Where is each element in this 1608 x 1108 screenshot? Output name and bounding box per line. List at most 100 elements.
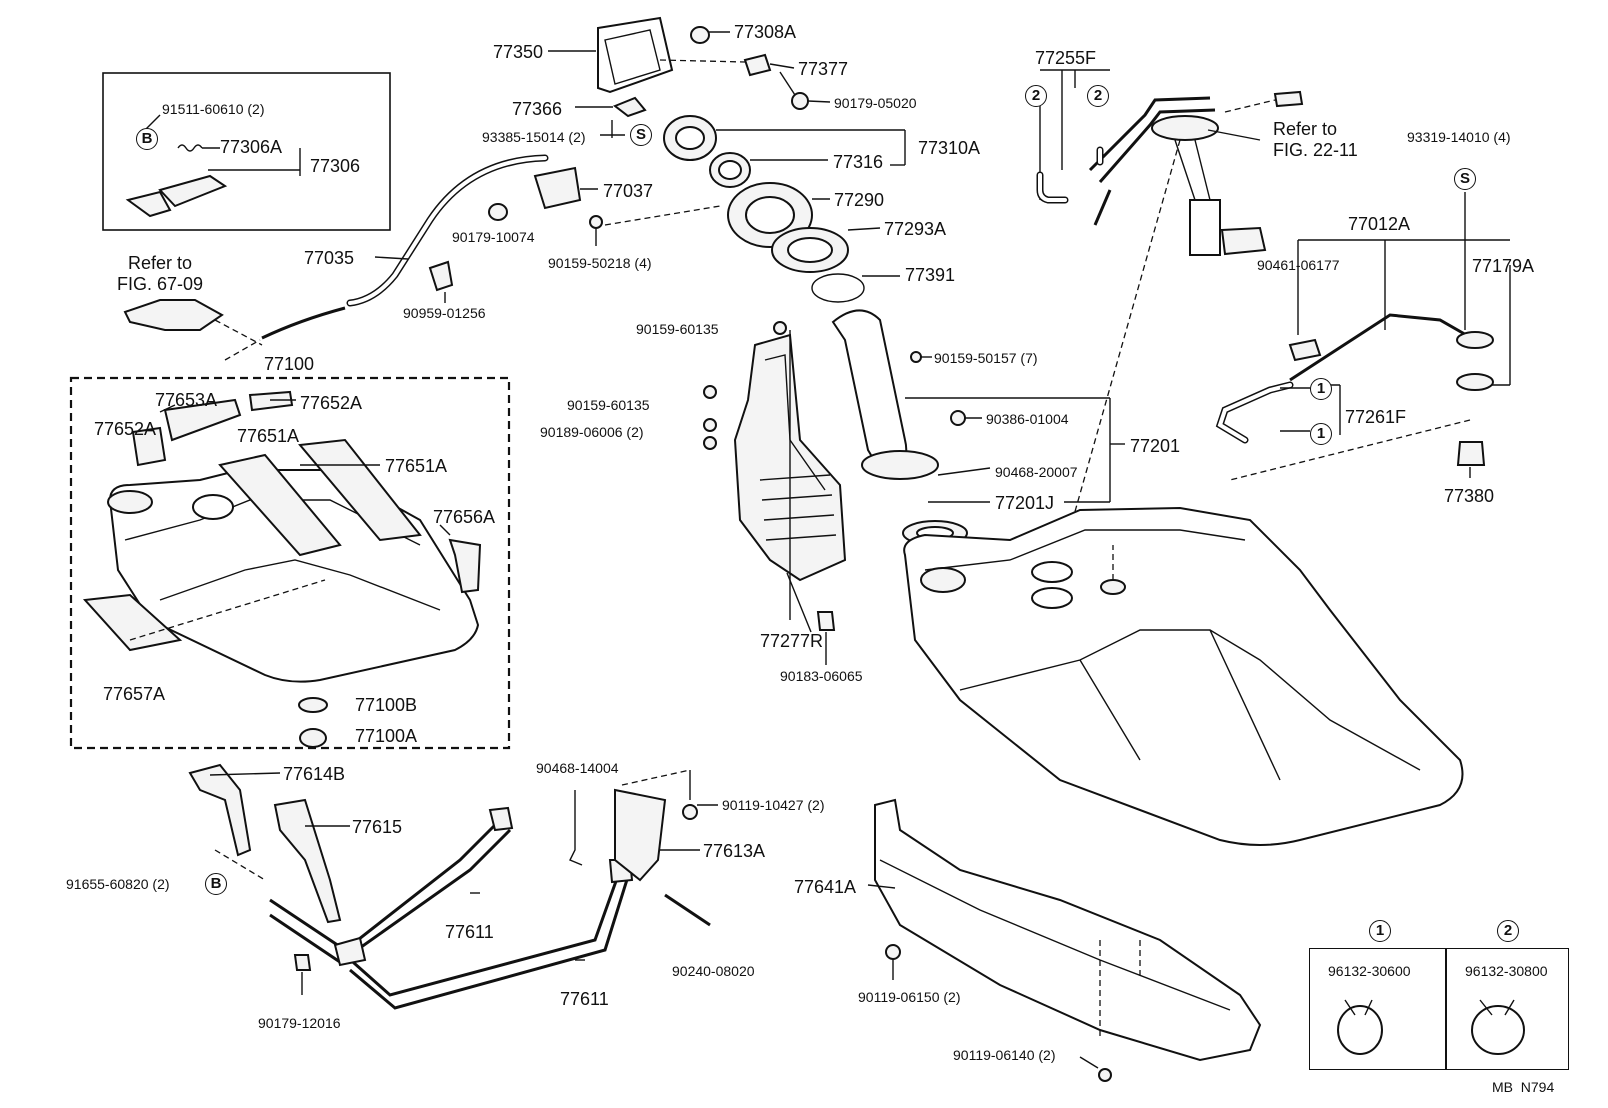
hose-clamp-2-part: [1471, 1005, 1525, 1055]
label-90119-06140: 90119-06140 (2): [953, 1047, 1056, 1063]
legend-part-clamp-1: 96132-30600: [1328, 963, 1411, 979]
label-90159-60135-mid: 90159-60135: [567, 397, 650, 413]
label-77035: 77035: [304, 248, 355, 268]
label-77308A: 77308A: [734, 22, 797, 42]
label-77611-lower: 77611: [560, 989, 609, 1009]
lid-spring-part: [612, 96, 647, 118]
diagram-code: MB N794: [1492, 1079, 1555, 1095]
label-90386-01004: 90386-01004: [986, 411, 1069, 427]
lock-inset-frame: [102, 72, 391, 231]
label-77391: 77391: [905, 265, 956, 285]
legend-marker-2: 2: [1497, 920, 1519, 942]
tank-assy-frame: [69, 376, 511, 750]
refer-67-line-1: Refer to: [128, 253, 193, 273]
marker-b-inset: B: [136, 128, 158, 150]
label-77377: 77377: [798, 59, 849, 79]
label-77653A: 77653A: [155, 390, 218, 410]
label-77100: 77100: [264, 354, 315, 374]
fuel-lid-part: [597, 16, 674, 94]
label-77201J: 77201J: [995, 493, 1055, 513]
lock-lever-part: [158, 174, 228, 208]
label-77306A: 77306A: [220, 137, 283, 157]
refer-67-line-2: FIG. 67-09: [117, 274, 204, 294]
strap-bracket-2-part: [273, 798, 342, 924]
grommet-part: [1456, 441, 1486, 466]
label-77261F: 77261F: [1345, 407, 1407, 427]
hinge-part: [743, 53, 772, 77]
marker-2-hose-left: 2: [1025, 85, 1047, 107]
marker-s-breather: S: [1454, 168, 1476, 190]
lock-cable-part: [261, 306, 346, 340]
label-90468-20007: 90468-20007: [995, 464, 1078, 480]
legend-marker-1: 1: [1369, 920, 1391, 942]
label-90959-01256: 90959-01256: [403, 305, 486, 321]
label-90179-12016: 90179-12016: [258, 1015, 341, 1031]
label-90468-14004: 90468-14004: [536, 760, 619, 776]
strap-bracket-part: [188, 763, 252, 857]
label-77290: 77290: [834, 190, 885, 210]
legend-box-clamp-2: [1445, 948, 1569, 1070]
label-77350: 77350: [493, 42, 544, 62]
label-77651A-right: 77651A: [385, 456, 448, 476]
tank-underguard-part: [874, 798, 1262, 1062]
spring-part: [177, 144, 203, 152]
label-77277R: 77277R: [760, 631, 824, 651]
label-77201: 77201: [1130, 436, 1181, 456]
label-90179-05020: 90179-05020: [834, 95, 917, 111]
heat-pad-part: [163, 398, 242, 442]
label-90159-60135-top: 90159-60135: [636, 321, 719, 337]
opener-nut-part: [488, 203, 508, 221]
label-90119-10427: 90119-10427 (2): [722, 797, 825, 813]
fuel-tank-part: [903, 506, 1464, 846]
refer-22-line-1: Refer to: [1273, 119, 1338, 139]
label-77651A-left: 77651A: [237, 426, 300, 446]
sender-tube-part: [1088, 96, 1211, 172]
label-90240-08020: 90240-08020: [672, 963, 755, 979]
filler-pipe-part: [831, 309, 908, 471]
snap-ring-part: [811, 273, 865, 303]
marker-2-hose-right: 2: [1087, 85, 1109, 107]
label-77614B: 77614B: [283, 764, 346, 784]
label-77615: 77615: [352, 817, 403, 837]
nut-part: [791, 92, 809, 110]
label-90183-06065: 90183-06065: [780, 668, 863, 684]
lock-bracket-part: [125, 190, 172, 218]
label-77652A-left: 77652A: [94, 419, 157, 439]
legend-part-clamp-2: 96132-30800: [1465, 963, 1548, 979]
label-77652A-right: 77652A: [300, 393, 363, 413]
label-93319-14010: 93319-14010 (4): [1407, 129, 1511, 145]
label-77611-upper: 77611: [445, 922, 494, 942]
protector-pad-part: [218, 453, 342, 557]
label-91655-60820: 91655-60820 (2): [66, 876, 170, 892]
label-77380: 77380: [1444, 486, 1495, 506]
label-77366: 77366: [512, 99, 563, 119]
label-77293A: 77293A: [884, 219, 947, 239]
pump-flange-part: [1151, 115, 1219, 141]
label-77316: 77316: [833, 152, 884, 172]
label-77100B: 77100B: [355, 695, 418, 715]
label-77037: 77037: [603, 181, 654, 201]
label-77012A: 77012A: [1348, 214, 1411, 234]
label-90159-50218: 90159-50218 (4): [548, 255, 652, 271]
bumper-part: [690, 26, 710, 44]
label-77657A: 77657A: [103, 684, 166, 704]
label-91511-60610: 91511-60610 (2): [162, 101, 265, 117]
label-77310A: 77310A: [918, 138, 981, 158]
label-90189-06006: 90189-06006 (2): [540, 424, 644, 440]
label-77306: 77306: [310, 156, 361, 176]
label-90461-06177: 90461-06177: [1257, 257, 1340, 273]
strap-support-part: [614, 788, 667, 882]
label-90179-10074: 90179-10074: [452, 229, 535, 245]
refer-lock-part: [123, 299, 224, 331]
breather-tube-part: [1289, 313, 1476, 382]
marker-b-bracket: B: [205, 873, 227, 895]
marker-1-upper: 1: [1310, 378, 1332, 400]
label-77255F: 77255F: [1035, 48, 1097, 68]
label-77100A: 77100A: [355, 726, 418, 746]
hose-clamp-1-part: [1337, 1005, 1383, 1055]
marker-s-lid: S: [630, 124, 652, 146]
marker-1-lower: 1: [1310, 423, 1332, 445]
label-77179A: 77179A: [1472, 256, 1535, 276]
legend-box-clamp-1: [1309, 948, 1447, 1070]
